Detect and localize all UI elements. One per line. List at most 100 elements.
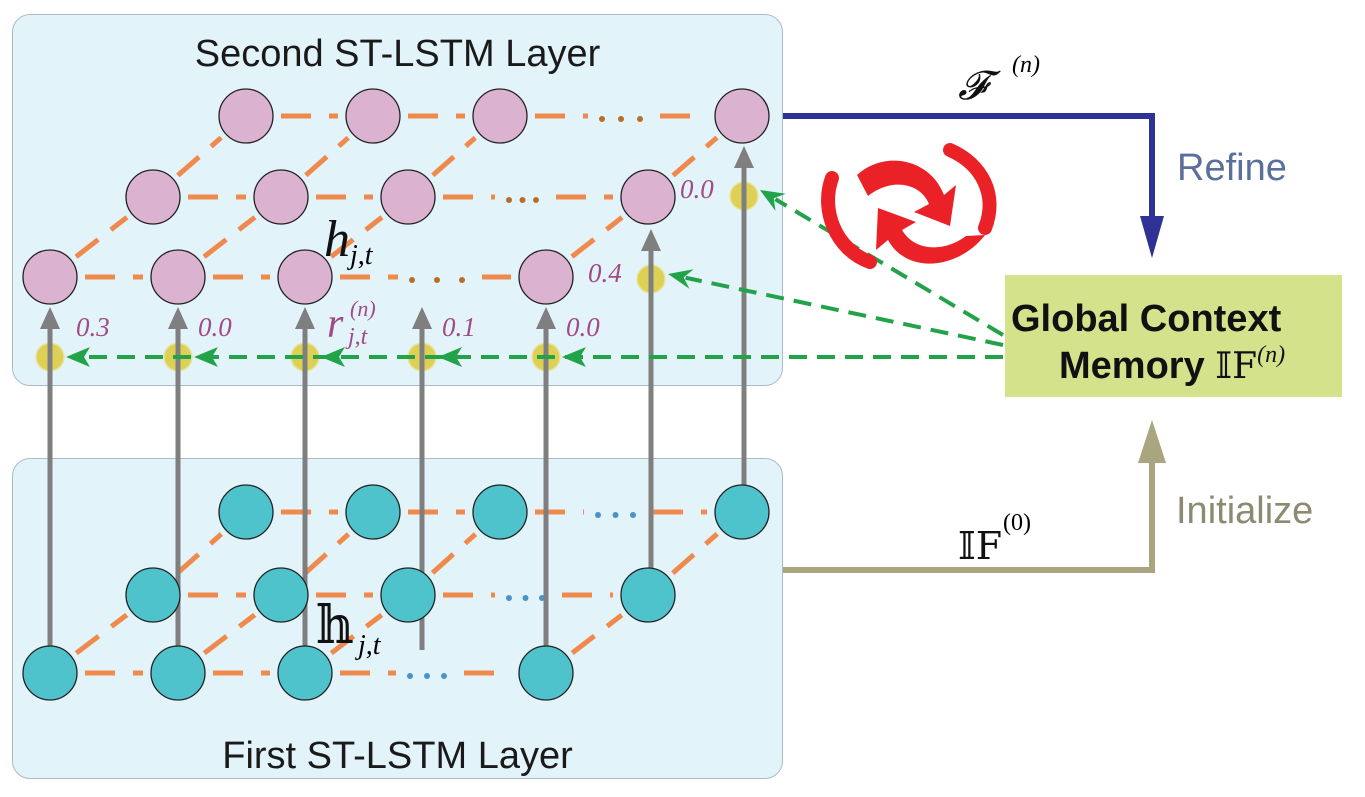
lstm-node [22,249,78,305]
edges-layer [74,113,719,679]
ellipsis-dot [441,673,447,679]
ellipsis-dot [618,116,624,122]
hidden-state-symbol: h [324,211,350,268]
lstm-node [277,645,333,701]
ellipsis-dot [637,116,643,122]
refine-label: Refine [1177,147,1287,189]
ellipsis-dot [407,673,413,679]
global-context-memory-box: Global Context Memory 𝕀F(n) [1005,275,1342,397]
memory-title: Global Context [1011,298,1282,340]
arrowhead [321,347,345,367]
lstm-node [125,567,181,623]
initialize-label: Initialize [1176,490,1314,532]
refresh-cycle-icon [821,143,997,269]
arrowhead [536,307,556,329]
arrowhead [641,229,661,251]
weight-label: 0.3 [76,312,110,342]
lstm-node [380,169,436,225]
lstm-node [253,567,309,623]
arrowhead [438,347,462,367]
init-superscript: (0) [1003,510,1031,536]
lstm-node [150,645,206,701]
attention-arrow [774,197,1005,337]
second-layer-title: Second ST-LSTM Layer [194,33,601,75]
dashed-edge [671,135,719,178]
arrowhead [40,307,60,329]
dashed-edge [430,532,478,575]
ellipsis-dot [595,512,601,518]
lstm-node [472,484,528,540]
ellipsis-dot [519,197,526,203]
arrowhead [412,307,432,329]
lstm-node [472,88,528,144]
dashed-edge [671,531,719,576]
weight-label: 0.4 [588,258,622,288]
ellipsis-dot [434,277,440,283]
memory-word: Memory [1059,345,1216,387]
dashed-edge [202,612,257,656]
lstm-node [714,484,770,540]
input-state-subscript: j,t [358,630,381,661]
memory-superscript: (n) [1257,342,1286,368]
nodes-layer [22,88,770,701]
lstm-node [218,484,274,540]
ellipsis-dot [424,673,430,679]
arrowhead [668,269,694,289]
ellipsis-dot [630,512,636,518]
memory-subtitle: Memory 𝕀F(n) [1059,342,1286,388]
lstm-node [345,88,401,144]
arrowhead [562,347,586,367]
ellipsis-dot [409,277,415,283]
ellipsis-dot [506,197,512,203]
dashed-edge [303,532,351,575]
arrowhead [194,347,218,367]
lstm-node [218,88,274,144]
dashed-edge [74,215,129,259]
dashed-edge [304,135,350,178]
attention-arrow [685,275,1004,347]
refine-superscript: (n) [1012,52,1040,78]
lstm-node [277,249,333,305]
initialize-arrow [783,420,1166,573]
dashed-edge [431,135,477,178]
memory-symbol: 𝕀F [1215,346,1258,387]
dashed-edge [74,612,129,656]
ellipsis-dot [599,116,605,122]
ellipsis-dot [533,197,539,203]
ellipsis-dot [522,595,529,601]
dashed-edge [175,532,224,575]
ellipsis-dot [506,595,512,601]
lstm-node [253,169,309,225]
first-layer-title: First ST-LSTM Layer [222,735,573,777]
relevance-subscript: j,t [348,324,368,350]
dashed-edge [570,613,624,655]
ellipsis-dot [612,512,619,518]
init-symbol: 𝕀F [958,524,1003,568]
lstm-node [150,249,206,305]
lstm-node [345,484,401,540]
weight-label: 0.1 [442,312,476,342]
refine-arrow [783,113,1164,258]
dashed-edge [176,135,223,178]
hidden-state-subscript: j,t [350,240,373,271]
arrowhead [295,307,315,329]
weight-label: 0.0 [566,312,600,342]
lstm-node [125,169,181,225]
input-state-symbol: 𝕙 [316,596,354,656]
relevance-superscript: (n) [350,296,376,321]
lstm-node [518,249,574,305]
attention-arrows [66,190,1005,367]
weight-label: 0.0 [198,312,232,342]
relevance-symbol: r [327,301,344,347]
arrowhead [760,190,786,211]
lstm-node [620,567,676,623]
dashed-edge [329,215,384,259]
lstm-node [380,567,436,623]
lstm-node [714,88,770,144]
lstm-node [22,645,78,701]
dashed-edge [329,612,384,656]
dashed-edge [570,215,624,259]
dashed-edge [202,215,257,259]
arrowhead [66,347,90,367]
